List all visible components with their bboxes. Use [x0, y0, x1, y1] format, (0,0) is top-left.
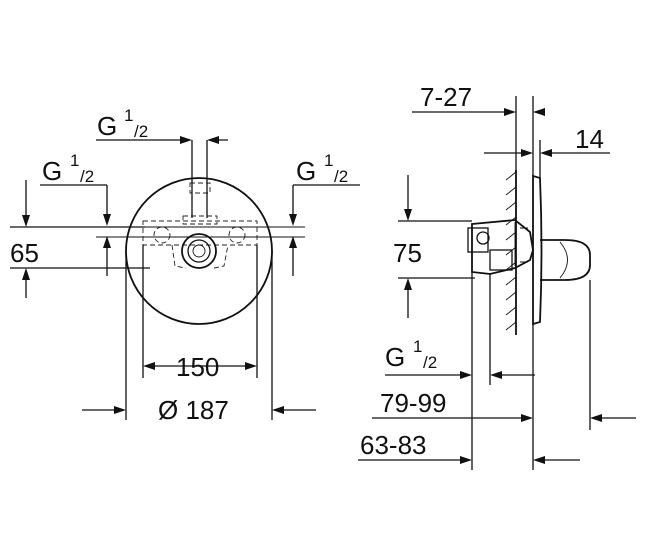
rosette-circle [125, 177, 273, 325]
thread-left-sub: /2 [80, 167, 94, 186]
thread-right-sup: 1 [324, 151, 333, 170]
thread-top-sup: 1 [124, 106, 133, 125]
thread-left-main: G [42, 156, 62, 186]
handle-profile [540, 239, 591, 281]
thread-left-sup: 1 [70, 151, 79, 170]
wall-section [505, 170, 517, 335]
dim-7-27: 7-27 [420, 82, 472, 112]
rosette-profile [532, 174, 543, 326]
cartridge [181, 233, 217, 269]
dim-65: 65 [10, 238, 39, 268]
side-view: 7-27 14 75 G 1 /2 79-99 [358, 82, 636, 470]
thread-top-main: G [97, 111, 117, 141]
dim-150: 150 [176, 352, 219, 382]
thread-side-sup: 1 [413, 337, 422, 356]
mounting-body [142, 182, 258, 269]
dim-63-83: 63-83 [360, 430, 427, 460]
dim-187: Ø 187 [158, 395, 229, 425]
thread-right-sub: /2 [334, 167, 348, 186]
valve-body [467, 219, 534, 275]
front-view: G 1 /2 G 1 /2 G 1 /2 65 150 [10, 106, 360, 425]
thread-side-sub: /2 [423, 353, 437, 372]
dim-14: 14 [575, 124, 604, 154]
dim-75: 75 [393, 238, 422, 268]
dim-79-99: 79-99 [380, 388, 447, 418]
thread-side-main: G [385, 342, 405, 372]
thread-top-sub: /2 [134, 122, 148, 141]
thread-right-main: G [296, 156, 316, 186]
